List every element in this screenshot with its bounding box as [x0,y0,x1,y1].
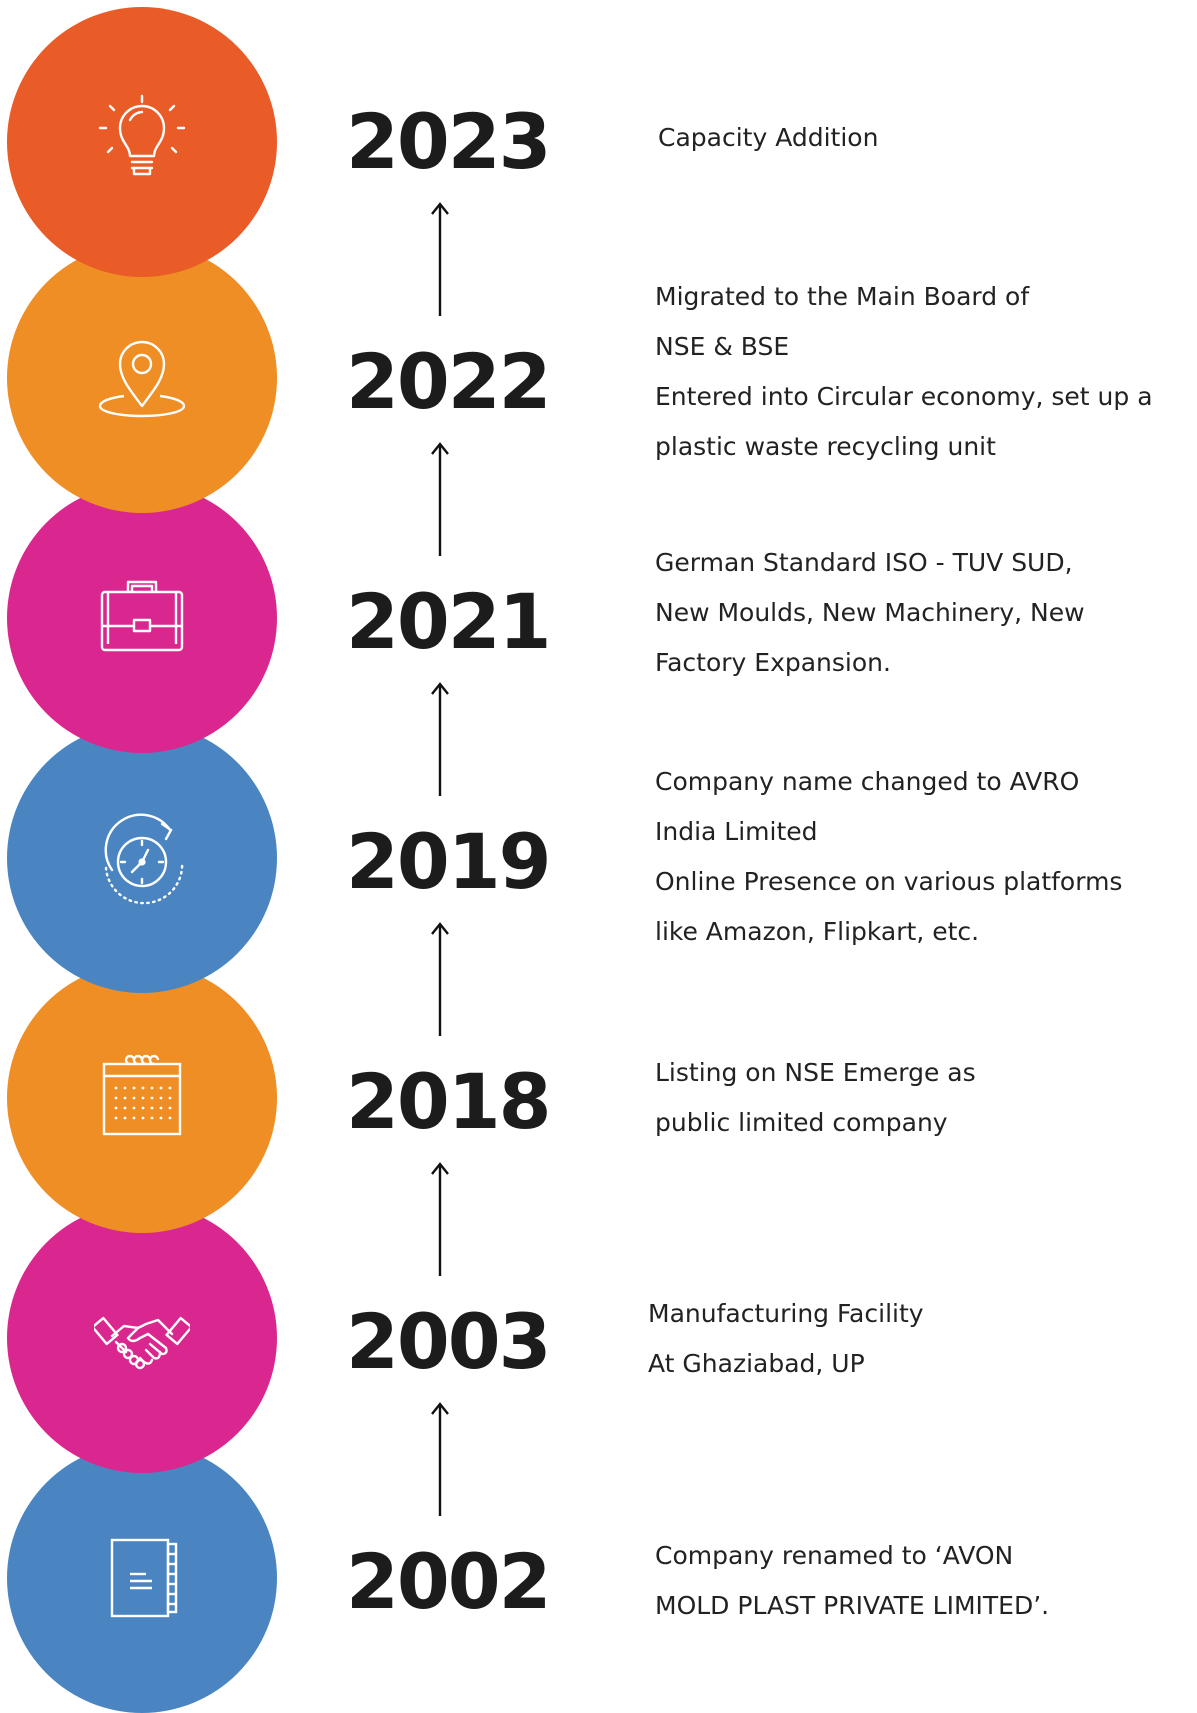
year-2002: 2002 [346,1537,552,1626]
arrow-up-2003-2018 [431,1162,449,1276]
description-line: MOLD PLAST PRIVATE LIMITED’. [655,1591,1050,1620]
arrow-up-2021-2022 [431,442,449,556]
calendar-icon [102,1054,182,1136]
description-line: Online Presence on various platforms [655,867,1123,896]
description-line: plastic waste recycling unit [655,432,996,461]
briefcase-icon [100,580,184,652]
description-2002: Company renamed to ‘AVON MOLD PLAST PRIV… [655,1531,1049,1631]
description-line: Entered into Circular economy, set up a [655,382,1153,411]
arrow-up-2018-2019 [431,922,449,1036]
description-2023: Capacity Addition [658,113,878,163]
description-line: Factory Expansion. [655,648,891,677]
description-line: Manufacturing Facility [648,1299,924,1328]
description-line: Capacity Addition [658,123,879,152]
description-2018: Listing on NSE Emerge as public limited … [655,1048,976,1148]
location-pin-icon [98,340,186,418]
year-2023: 2023 [346,97,552,186]
description-line: Migrated to the Main Board of [655,282,1030,311]
description-line: like Amazon, Flipkart, etc. [655,917,980,946]
description-line: German Standard ISO - TUV SUD, [655,548,1073,577]
arrow-up-2019-2021 [431,682,449,796]
timeline-circle-2023 [7,7,277,277]
description-line: Listing on NSE Emerge as [655,1058,976,1087]
description-line: Company renamed to ‘AVON [655,1541,1014,1570]
timeline-circle-2003 [7,1203,277,1473]
clock-refresh-icon [104,813,184,905]
description-line: New Moulds, New Machinery, New [655,598,1085,627]
year-2018: 2018 [346,1057,552,1146]
notebook-icon [110,1538,178,1618]
year-2022: 2022 [346,337,552,426]
timeline-circle-2022 [7,243,277,513]
description-line: NSE & BSE [655,332,790,361]
timeline-circle-2002 [7,1443,277,1713]
description-line: At Ghaziabad, UP [648,1349,865,1378]
description-line: India Limited [655,817,818,846]
lightbulb-icon [98,94,186,176]
description-line: Company name changed to AVRO [655,767,1080,796]
year-2019: 2019 [346,817,552,906]
arrow-up-2022-2023 [431,202,449,316]
description-line: public limited company [655,1108,948,1137]
year-2021: 2021 [346,577,552,666]
description-2019: Company name changed to AVRO India Limit… [655,757,1122,957]
description-2021: German Standard ISO - TUV SUD, New Mould… [655,538,1085,688]
arrow-up-2002-2003 [431,1402,449,1516]
timeline-circle-2019 [7,723,277,993]
description-2003: Manufacturing Facility At Ghaziabad, UP [648,1289,924,1389]
description-2022: Migrated to the Main Board of NSE & BSE … [655,272,1153,472]
handshake-icon [94,1316,190,1370]
timeline-circle-2021 [7,483,277,753]
year-2003: 2003 [346,1297,552,1386]
timeline-circle-2018 [7,963,277,1233]
